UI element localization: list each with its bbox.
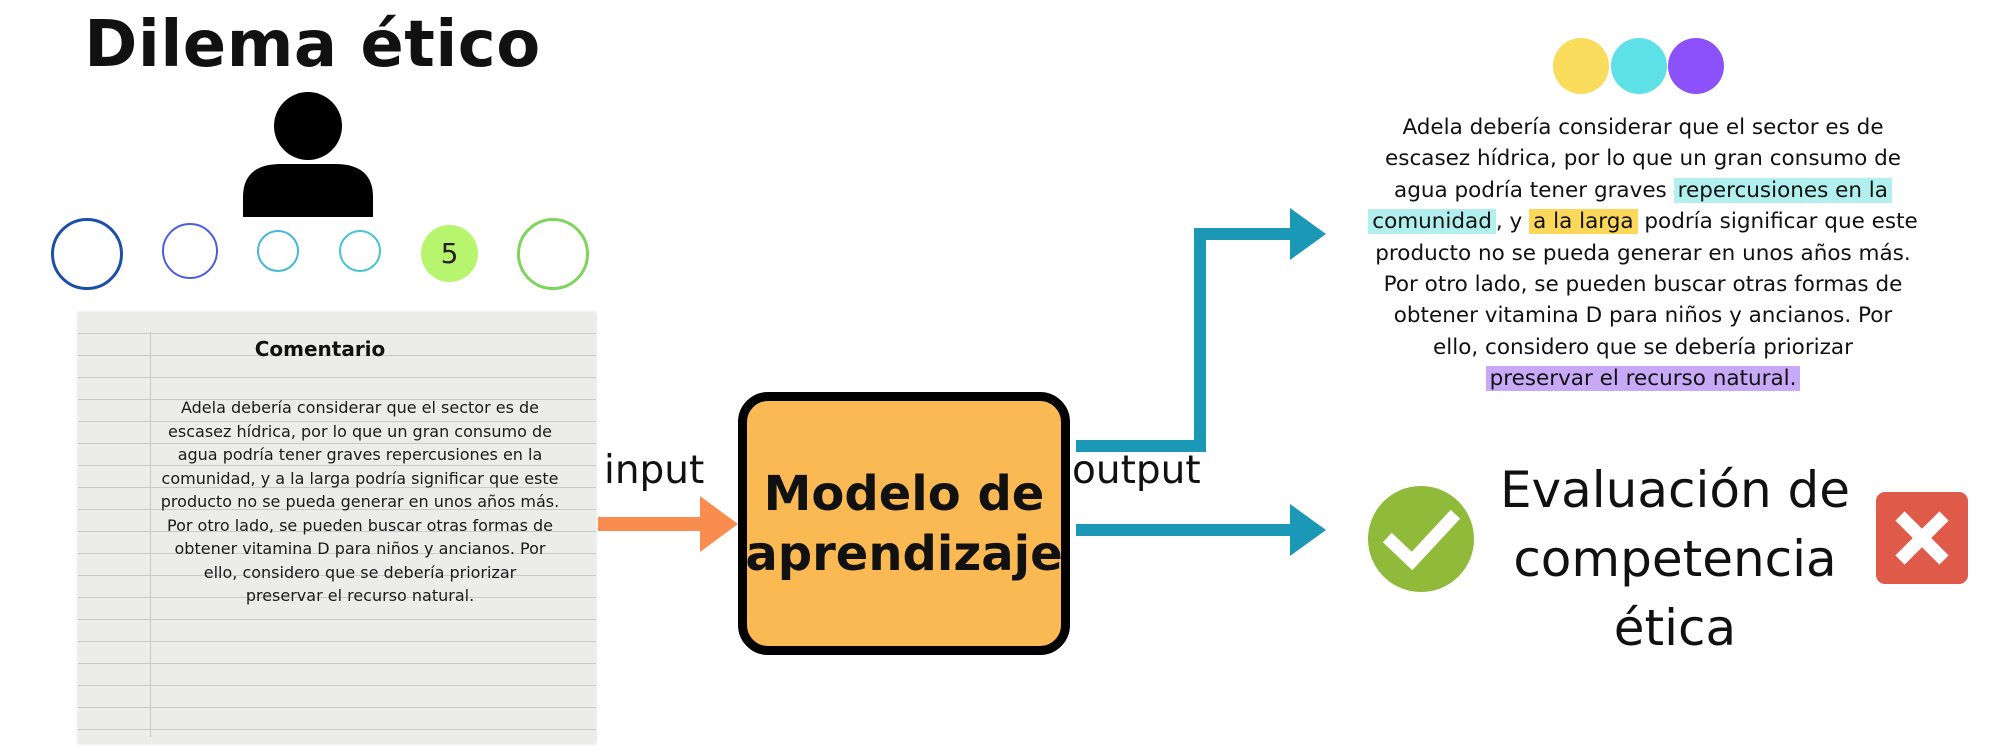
highlight-purple: preservar el recurso natural. bbox=[1485, 366, 1801, 392]
scale-option-2[interactable] bbox=[162, 223, 218, 279]
check-circle-icon bbox=[1368, 486, 1474, 592]
output-arrow-upper-head bbox=[1290, 208, 1326, 260]
comment-line: agua podría tener graves repercusiones e… bbox=[177, 445, 543, 464]
highlight-yellow: a la larga bbox=[1529, 209, 1638, 235]
scale-option-selected[interactable]: 5 bbox=[421, 225, 478, 282]
output-arrow-lower-head bbox=[1290, 504, 1326, 556]
comment-line: preservar el recurso natural. bbox=[245, 586, 475, 605]
comment-body: Adela debería considerar que el sector e… bbox=[156, 396, 564, 608]
highlight-cyan: comunidad bbox=[1368, 209, 1496, 235]
page-title: Dilema ético bbox=[84, 8, 541, 82]
comment-line: ello, considero que se debería priorizar bbox=[203, 562, 517, 582]
output-text-span: podría significar que este bbox=[1637, 209, 1918, 235]
output-label: output bbox=[1072, 448, 1201, 493]
purple-dot bbox=[1668, 38, 1724, 94]
output-line: Adela debería considerar que el sector e… bbox=[1402, 115, 1884, 140]
output-line: agua podría tener graves repercusiones e… bbox=[1358, 175, 1928, 206]
output-line: escasez hídrica, por lo que un gran cons… bbox=[1385, 146, 1901, 172]
scale-selected-value: 5 bbox=[440, 237, 459, 270]
output-line: comunidad, y a la larga podría significa… bbox=[1358, 206, 1928, 237]
output-line: obtener vitamina D para niños y ancianos… bbox=[1393, 303, 1893, 329]
input-label: input bbox=[604, 448, 705, 493]
learning-model-box: Modelo de aprendizaje bbox=[738, 392, 1070, 655]
comment-line: obtener vitamina D para niños y ancianos… bbox=[174, 539, 546, 558]
comment-line: Por otro lado, se pueden buscar otras fo… bbox=[167, 515, 553, 535]
comment-line: Adela debería considerar que el sector e… bbox=[180, 398, 540, 417]
evaluation-line2: competencia bbox=[1513, 530, 1837, 588]
highlight-cyan: repercusiones en la bbox=[1673, 177, 1892, 203]
comment-line: escasez hídrica, por lo que un gran cons… bbox=[168, 421, 552, 441]
scale-option-1[interactable] bbox=[51, 218, 123, 290]
output-line: Por otro lado, se pueden buscar otras fo… bbox=[1383, 272, 1903, 298]
person-icon bbox=[243, 92, 373, 217]
yellow-dot bbox=[1553, 38, 1609, 94]
model-label-line2: aprendizaje bbox=[745, 525, 1063, 582]
scale-option-3[interactable] bbox=[257, 230, 299, 272]
output-paragraph: Adela debería considerar que el sector e… bbox=[1358, 112, 1928, 395]
output-line: producto no se pueda generar en unos año… bbox=[1375, 240, 1911, 266]
output-arrow-upper-shaft bbox=[1076, 228, 1298, 452]
comment-paper bbox=[78, 312, 596, 744]
output-text-span: agua podría tener graves bbox=[1394, 177, 1674, 203]
paper-margin-line bbox=[150, 332, 151, 737]
cyan-dot bbox=[1611, 38, 1667, 94]
comment-title: Comentario bbox=[254, 337, 386, 361]
evaluation-line1: Evaluación de bbox=[1499, 461, 1851, 519]
scale-option-4[interactable] bbox=[339, 230, 381, 272]
scale-option-6[interactable] bbox=[517, 218, 589, 290]
output-line: preservar el recurso natural. bbox=[1358, 363, 1928, 394]
model-label-line1: Modelo de bbox=[763, 465, 1045, 522]
input-arrow-head bbox=[700, 496, 738, 552]
output-text-span: , y bbox=[1495, 209, 1530, 235]
comment-line: comunidad, y a la larga podría significa… bbox=[161, 468, 559, 488]
comment-line: producto no se pueda generar en unos año… bbox=[160, 492, 560, 511]
evaluation-label: Evaluación de competencia ética bbox=[1484, 456, 1866, 663]
evaluation-line3: ética bbox=[1613, 599, 1737, 657]
output-line: ello, considero que se debería priorizar bbox=[1433, 334, 1853, 360]
close-square-icon bbox=[1876, 492, 1968, 584]
